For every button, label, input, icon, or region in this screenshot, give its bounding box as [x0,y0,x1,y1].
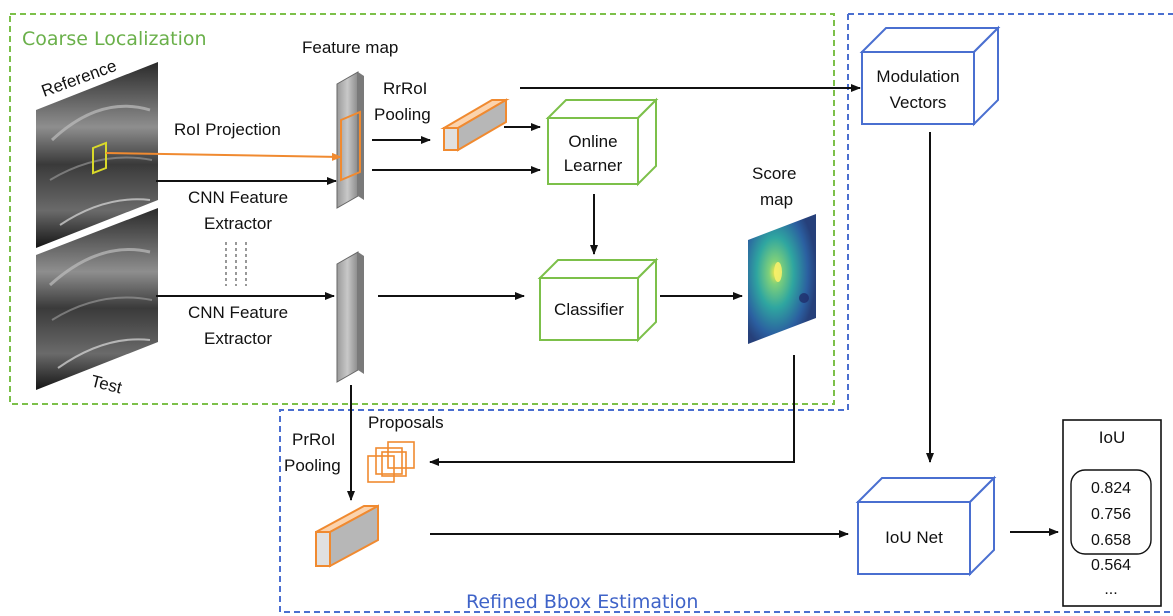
iou-value-1: 0.824 [1091,480,1131,497]
roi-projection-arrow [105,152,342,161]
online-learner-box [545,97,659,187]
roi-box [92,141,107,175]
iou-top-selection [1070,469,1152,555]
prroi-label-line2: Pooling [284,456,341,475]
prroi-label-line1: PrRoI [292,430,335,449]
coarse-localization-region [9,13,835,405]
score-map-image [748,214,816,344]
test-label: Test [89,371,124,397]
modulation-vectors-box [859,25,1001,127]
cnn-feature-label-2: CNN Feature [188,303,288,322]
online-learner-label-1: Online [568,132,617,151]
score-map-label-2: map [760,190,793,209]
online-learner-label-2: Learner [564,156,623,175]
reference-image [36,62,158,248]
feature-map-bottom [336,251,364,383]
classifier-label: Classifier [554,300,624,319]
test-image [36,208,158,390]
coarse-localization-label: Coarse Localization [22,28,207,50]
score-map-label-1: Score [752,164,796,183]
iou-ellipsis: ... [1104,581,1117,598]
iou-net-label: IoU Net [885,528,943,547]
iou-value-3: 0.658 [1091,532,1131,549]
iou-list-title: IoU [1099,428,1125,447]
feature-map-label: Feature map [302,38,398,57]
iou-net-box [855,475,997,577]
cnn-feature-label-1: CNN Feature [188,188,288,207]
proposals-label: Proposals [368,413,444,432]
pooled-feature-top [440,98,510,152]
iou-list-panel [1062,419,1162,607]
refined-bbox-region [279,13,1173,613]
modulation-label-1: Modulation [876,67,959,86]
extractor-label-1: Extractor [204,214,272,233]
roi-projection-label: RoI Projection [174,120,281,139]
rrroi-label-line2: Pooling [374,105,431,124]
proposals-boxes [367,441,415,483]
rrroi-label-line1: RrRoI [383,79,427,98]
pooled-feature-bottom [315,504,379,568]
feature-map-top [336,71,364,209]
iou-value-2: 0.756 [1091,506,1131,523]
classifier-box [537,257,659,343]
modulation-label-2: Vectors [890,93,947,112]
shared-weights-lines [225,242,247,286]
iou-value-4: 0.564 [1091,557,1131,574]
refined-bbox-label: Refined Bbox Estimation [466,591,698,613]
extractor-label-2: Extractor [204,329,272,348]
score-to-proposals-arrow [429,355,795,466]
